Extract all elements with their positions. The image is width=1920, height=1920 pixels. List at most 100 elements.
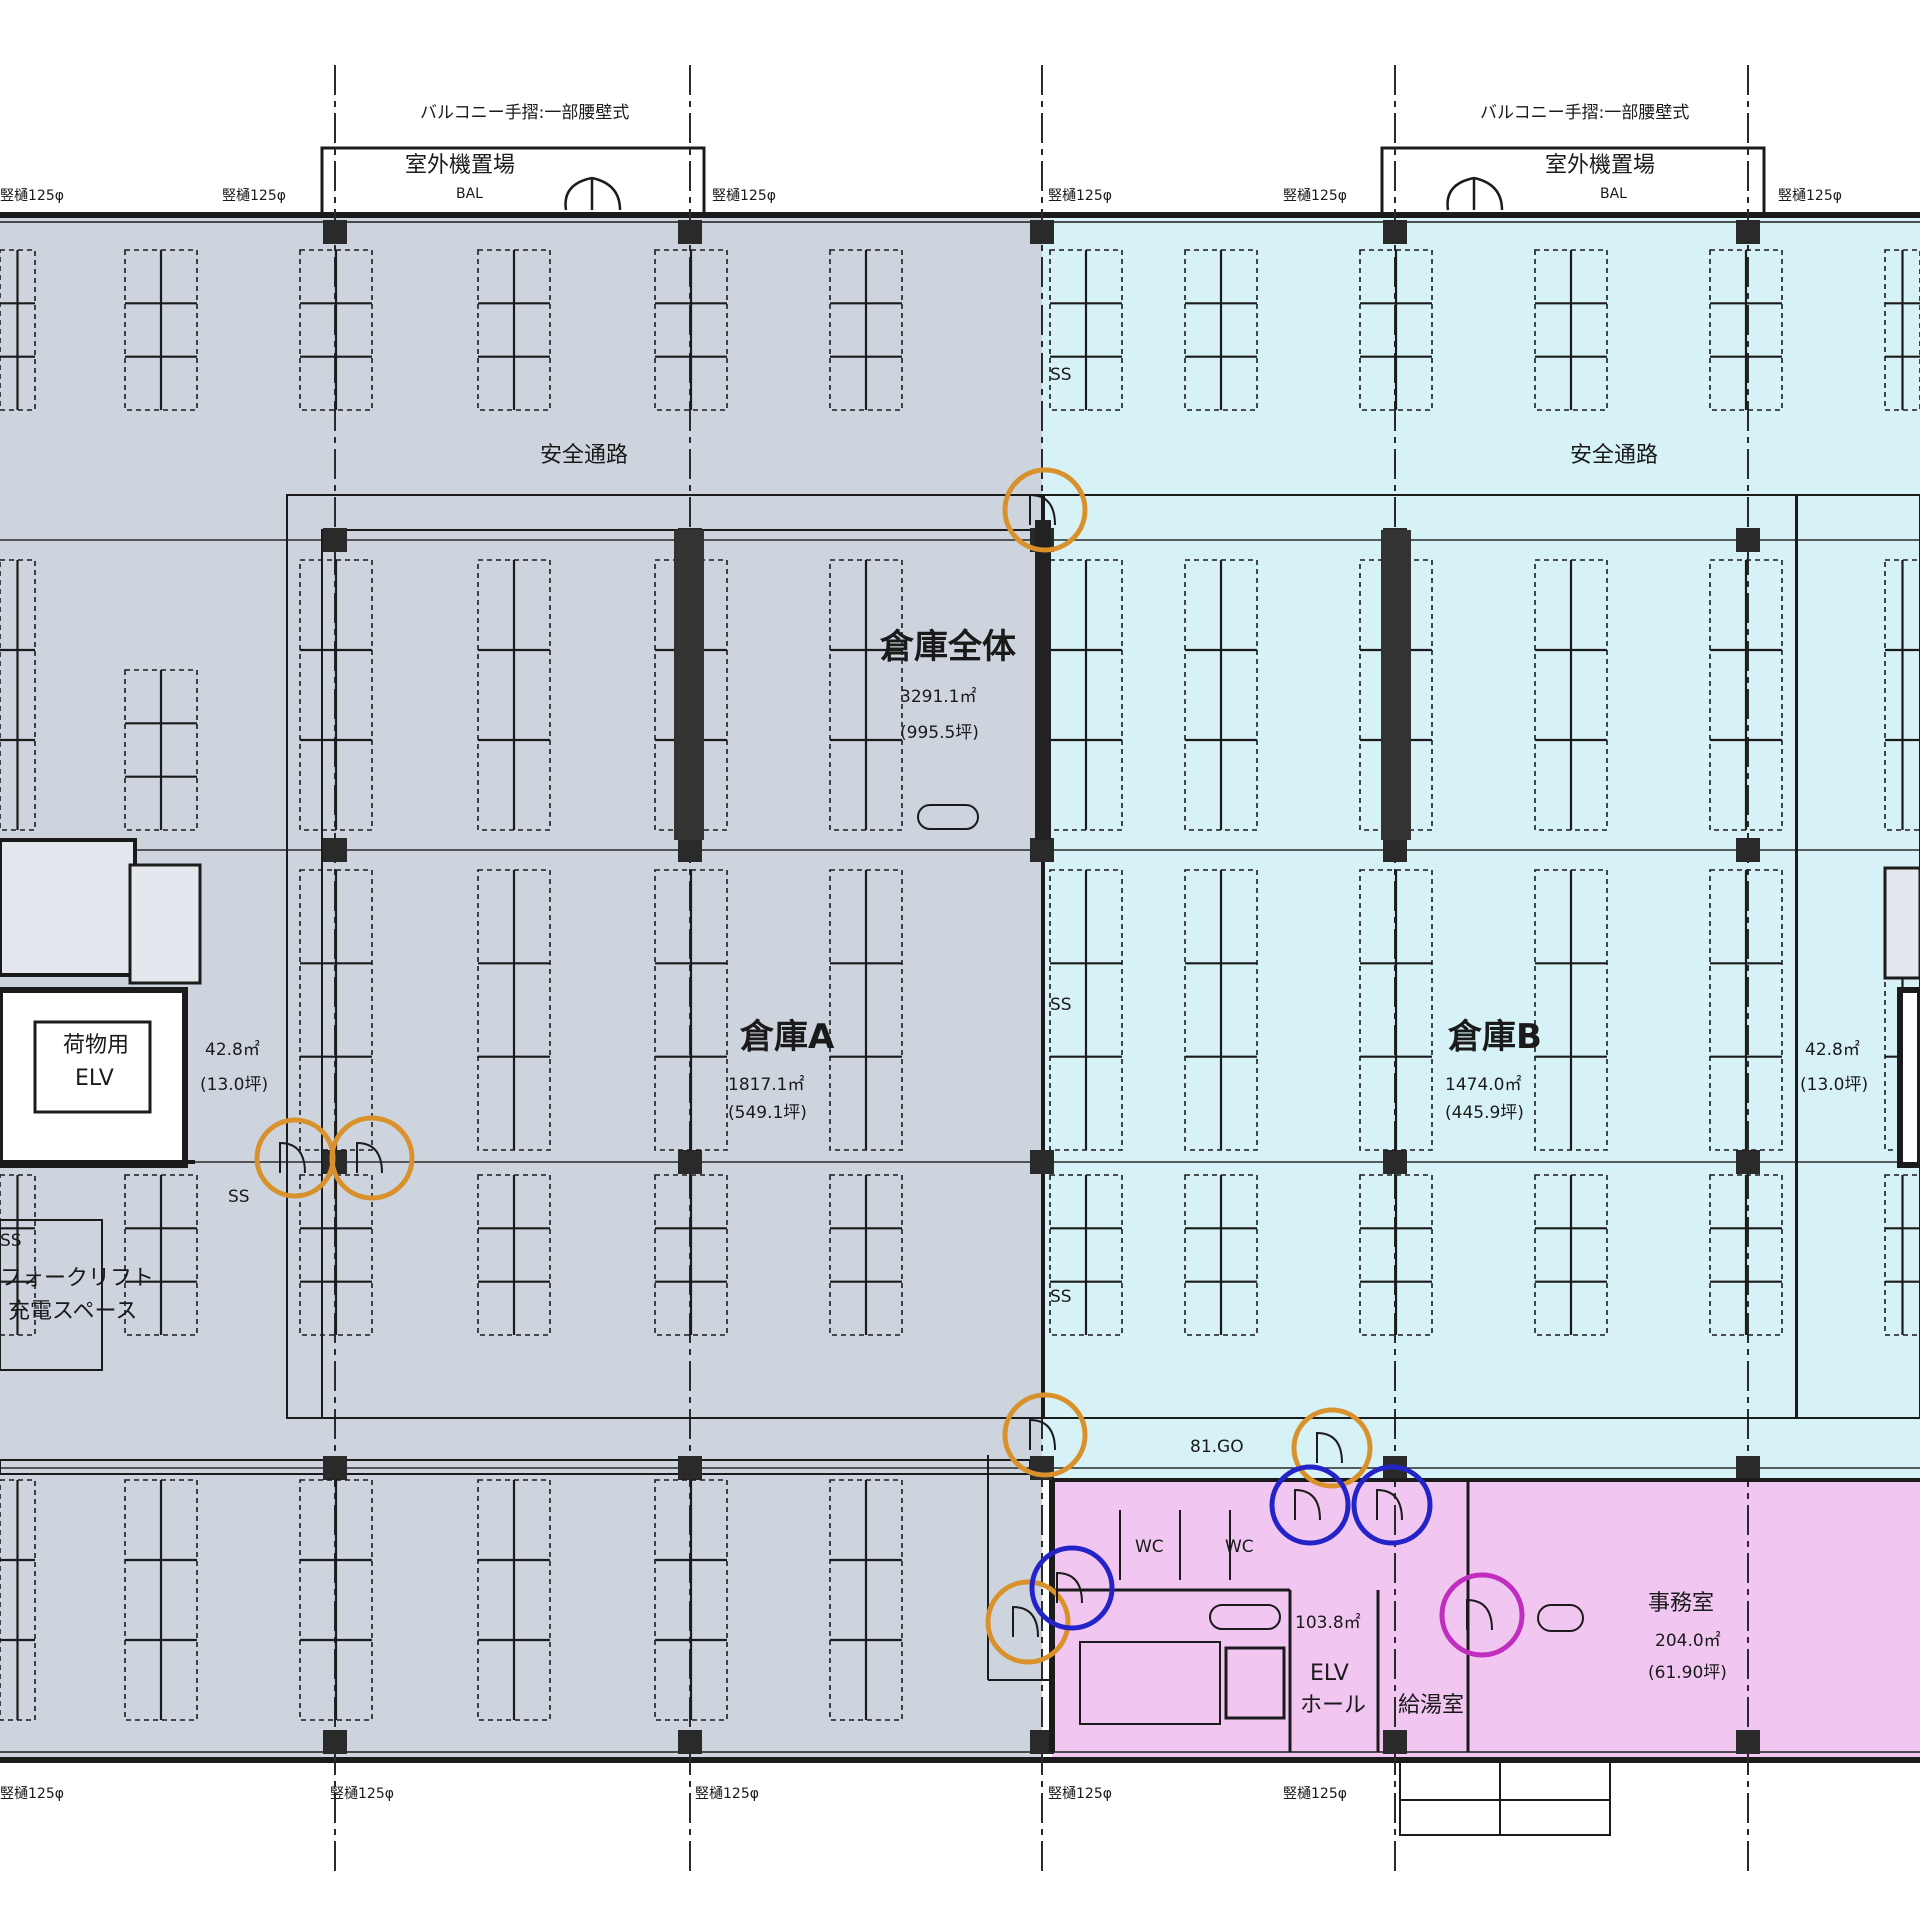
right-room-tsubo: (13.0坪) [1800,1075,1868,1095]
rack-unit [124,669,198,831]
door-swing [1029,493,1056,526]
balcony-note-right: バルコニー手摺:一部腰壁式 [1480,103,1689,123]
elv-hall-area: 103.8㎡ [1295,1613,1361,1633]
wc-label-2: WC [1225,1537,1254,1557]
column [1030,1150,1054,1174]
pipe-label-2: 竪樋125φ [222,188,286,204]
office-tsubo: (61.90坪) [1648,1663,1727,1683]
column [1736,220,1760,244]
door-markers [254,467,1525,1665]
warehouse-b-area: 1474.0㎡ [1445,1075,1521,1095]
right-room-area: 42.8㎡ [1805,1040,1860,1060]
ss-label-5: SS [0,1231,22,1251]
rack-unit [654,1479,728,1721]
charging-space-label: 充電スペース [8,1299,137,1324]
pipe-label-b4: 竪樋125φ [1048,1786,1112,1802]
door-swing [1376,1488,1403,1521]
balcony-left [320,146,706,217]
pipe-label-4: 竪樋125φ [1048,188,1112,204]
column [678,838,702,862]
rack-unit [654,869,728,1151]
rack-unit [829,249,903,411]
pipe-label-b2: 竪樋125φ [330,1786,394,1802]
rack-unit [299,1479,373,1721]
rack-unit [1049,869,1123,1151]
office-zone [1052,1480,1920,1760]
cargo-elv: 荷物用 [63,1033,129,1058]
forklift-label: フォークリフト [0,1266,154,1291]
column [1736,1456,1760,1480]
pipe-label-6: 竪樋125φ [1778,188,1842,204]
rack-unit [1359,869,1433,1151]
rack-unit [299,559,373,831]
rack-unit [0,1479,36,1721]
door-swing [1316,1431,1343,1464]
safety-path-right: 安全通路 [1570,443,1658,468]
rack-unit [829,869,903,1151]
rack-unit [829,1479,903,1721]
column [678,1150,702,1174]
left-room-tsubo: (13.0坪) [200,1075,268,1095]
column [1736,1730,1760,1754]
rack-unit [1184,249,1258,411]
balcony-right [1380,146,1766,217]
door-marker [1269,1464,1351,1546]
warehouse-total: 倉庫全体 [879,627,1016,667]
ss-label-2: SS [1050,995,1072,1015]
warehouse-b-zone [1042,215,1920,1480]
rack-unit [477,1479,551,1721]
elv-hall-line1: ELV [1310,1661,1349,1686]
column [323,528,347,552]
door-marker [1002,1392,1088,1478]
rack-unit [1709,559,1783,831]
rack-unit [1049,249,1123,411]
cargo-elv-sub: ELV [75,1066,114,1091]
door-marker [329,1115,415,1201]
rack-unit [477,869,551,1151]
rack-unit [1359,249,1433,411]
door-swing [1294,1488,1321,1521]
balcony-note-left: バルコニー手摺:一部腰壁式 [420,103,629,123]
storage-racks [0,249,1920,1721]
pipe-label-1: 竪樋125φ [0,188,64,204]
rack-unit [477,1174,551,1336]
column [323,1456,347,1480]
rack-unit [124,1479,198,1721]
door-swing [1029,1418,1056,1451]
service-core-right [1883,866,1920,1168]
rack-unit [1184,1174,1258,1336]
rack-unit [1884,249,1920,411]
pipe-label-b1: 竪樋125φ [0,1786,64,1802]
door-marker [1029,1545,1115,1631]
rack-outline [1884,869,1920,1151]
exterior-walls [0,212,1920,1763]
rack-unit [654,249,728,411]
column [323,838,347,862]
warehouse-a-tsubo: (549.1坪) [728,1103,807,1123]
rack-unit [1534,1174,1608,1336]
door-marker [1439,1572,1525,1658]
door-swing [1466,1598,1493,1631]
rack-unit [299,249,373,411]
office-label: 事務室 [1648,1591,1714,1616]
rack-unit [1709,249,1783,411]
ss-label-1: SS [1050,365,1072,385]
column [1383,1150,1407,1174]
bal-left: BAL [456,186,483,202]
door-marker [1291,1407,1373,1489]
column [1736,528,1760,552]
column [678,1456,702,1480]
rack-unit [1049,1174,1123,1336]
rack-unit [654,1174,728,1336]
column [1383,838,1407,862]
rack-unit [0,249,36,411]
door-swing [1056,1571,1083,1604]
column [1383,1730,1407,1754]
rack-unit [1534,869,1608,1151]
pipe-label-5: 竪樋125φ [1283,188,1347,204]
warehouse-total-area: 3291.1㎡ [900,687,976,707]
door-swing [279,1141,306,1174]
rack-unit [124,249,198,411]
bal-right: BAL [1600,186,1627,202]
